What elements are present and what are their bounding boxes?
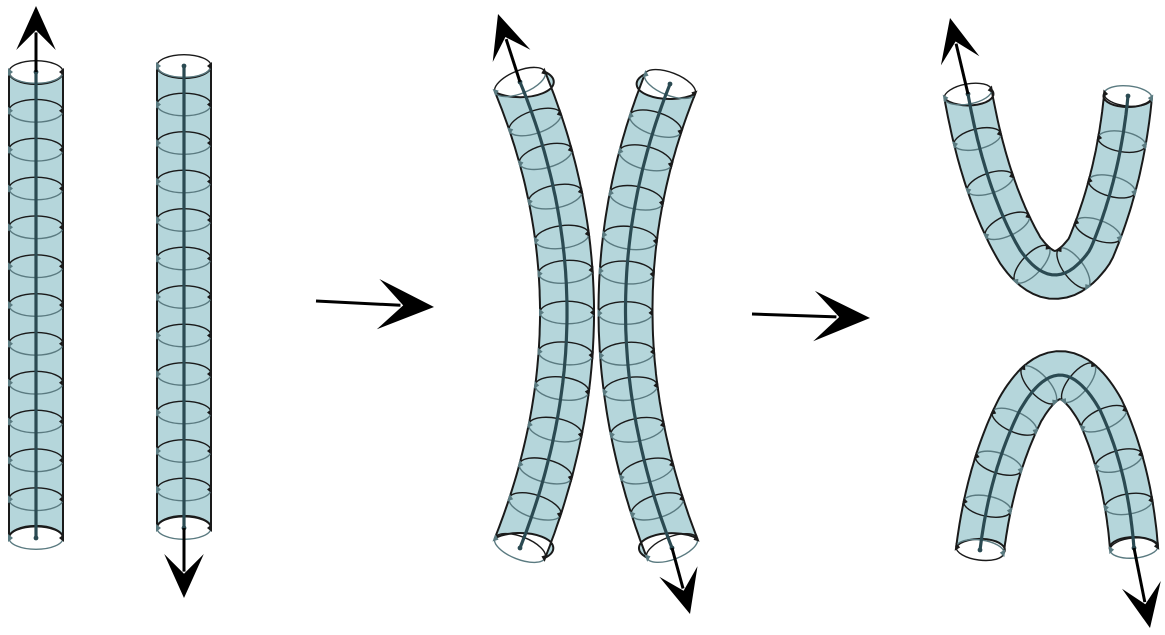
reconnected-tube-upper <box>941 18 1154 299</box>
core-endpoint <box>978 548 983 553</box>
reconnected-tube-lower <box>954 351 1161 628</box>
transition-arrow-shaft <box>752 314 836 317</box>
core-endpoint <box>34 536 39 541</box>
ring-front-arc <box>645 64 699 94</box>
transition-arrow-shaft <box>316 301 400 305</box>
flow-arrow-down-shaft <box>672 548 683 589</box>
bending-tube-right <box>597 63 702 614</box>
tube-body <box>956 351 1158 553</box>
core-endpoint <box>182 64 187 69</box>
flux-tube-right <box>156 55 212 598</box>
bending-tube-left <box>490 14 595 569</box>
stage-1-straight-tubes <box>8 6 212 598</box>
transition-arrow-2 <box>752 291 870 341</box>
stage-3-reconnected-tubes <box>941 18 1161 628</box>
ring-back-arc <box>491 538 545 568</box>
transition-arrow-1 <box>316 279 434 329</box>
core-endpoint <box>668 82 673 87</box>
core-endpoint <box>518 546 523 551</box>
core-endpoint <box>1126 94 1131 99</box>
flux-tube-left <box>8 6 64 549</box>
tube-body <box>944 90 1152 299</box>
stage-2-bending-tubes <box>490 14 702 614</box>
